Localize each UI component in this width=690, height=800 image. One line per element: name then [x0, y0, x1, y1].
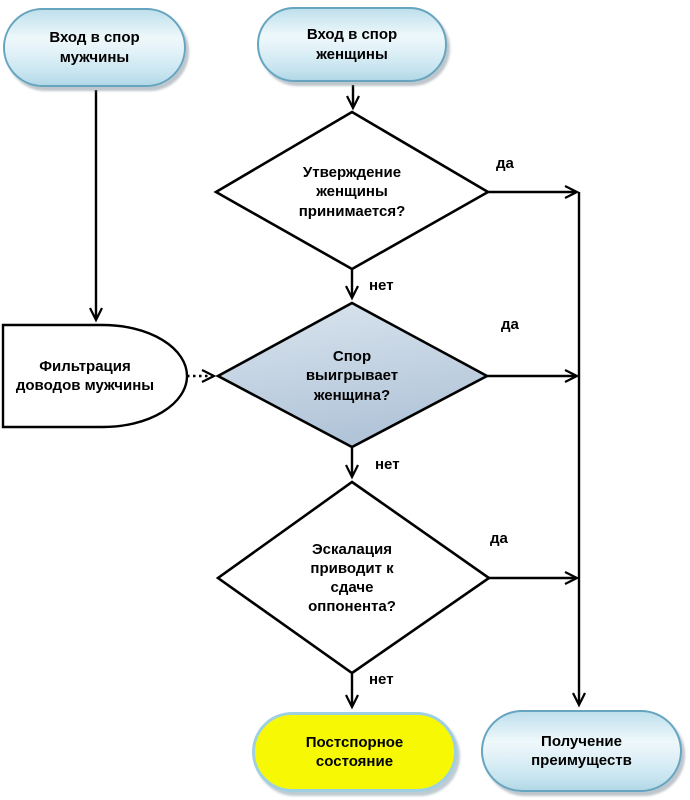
decision-escalation-label: Эскалация приводит к сдаче оппонента?	[308, 540, 396, 616]
node-post-state-label: Постспорное состояние	[305, 733, 404, 770]
decision-win-label-box: Спор выигрывает женщина?	[267, 331, 437, 421]
node-entry-woman: Вход в спор женщины	[257, 7, 447, 82]
node-entry-woman-label: Вход в спор женщины	[306, 26, 398, 63]
decision-statement-label: Утверждение женщины принимается?	[298, 164, 406, 220]
edge-label-statement-no: нет	[369, 277, 394, 294]
decision-escalation-label-box: Эскалация приводит к сдаче оппонента?	[267, 528, 437, 628]
node-entry-man-label: Вход в спор мужчины	[49, 29, 140, 66]
filter-label-box: Фильтрация доводов мужчины	[10, 341, 160, 411]
node-post-state: Постспорное состояние	[252, 712, 457, 792]
edge-label-win-yes: да	[501, 316, 519, 333]
filter-delay-shape	[1, 323, 189, 429]
node-benefits-label: Получение преимуществ	[531, 732, 632, 769]
filter-label: Фильтрация доводов мужчины	[15, 357, 155, 394]
edge-label-escalation-no: нет	[369, 671, 394, 688]
node-entry-man: Вход в спор мужчины	[3, 8, 186, 87]
decision-escalation-shape	[215, 480, 492, 675]
edge-label-statement-yes: да	[496, 155, 514, 172]
decision-statement-label-box: Утверждение женщины принимается?	[267, 147, 437, 237]
decision-win-shape	[215, 301, 490, 449]
node-benefits: Получение преимуществ	[481, 710, 682, 792]
edge-label-win-no: нет	[375, 456, 400, 473]
edge-label-escalation-yes: да	[490, 530, 508, 547]
decision-statement-shape	[213, 110, 491, 271]
decision-win-label: Спор выигрывает женщина?	[305, 348, 399, 404]
